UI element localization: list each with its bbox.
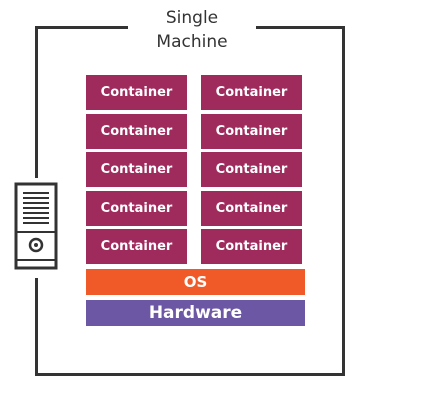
machine-title-line-2: Machine: [156, 32, 228, 52]
container-box: Container: [201, 191, 302, 226]
container-box: Container: [86, 114, 187, 149]
container-box: Container: [86, 229, 187, 264]
container-box: Container: [201, 114, 302, 149]
container-box: Container: [86, 191, 187, 226]
machine-title: Single Machine: [128, 6, 256, 54]
os-layer: OS: [86, 269, 305, 295]
hardware-layer: Hardware: [86, 300, 305, 326]
container-box: Container: [201, 75, 302, 110]
machine-title-line-1: Single: [165, 8, 219, 28]
container-box: Container: [201, 229, 302, 264]
container-box: Container: [86, 75, 187, 110]
container-box: Container: [86, 152, 187, 187]
server-tower-icon: [14, 182, 58, 274]
container-box: Container: [201, 152, 302, 187]
title-gap: [128, 20, 256, 34]
